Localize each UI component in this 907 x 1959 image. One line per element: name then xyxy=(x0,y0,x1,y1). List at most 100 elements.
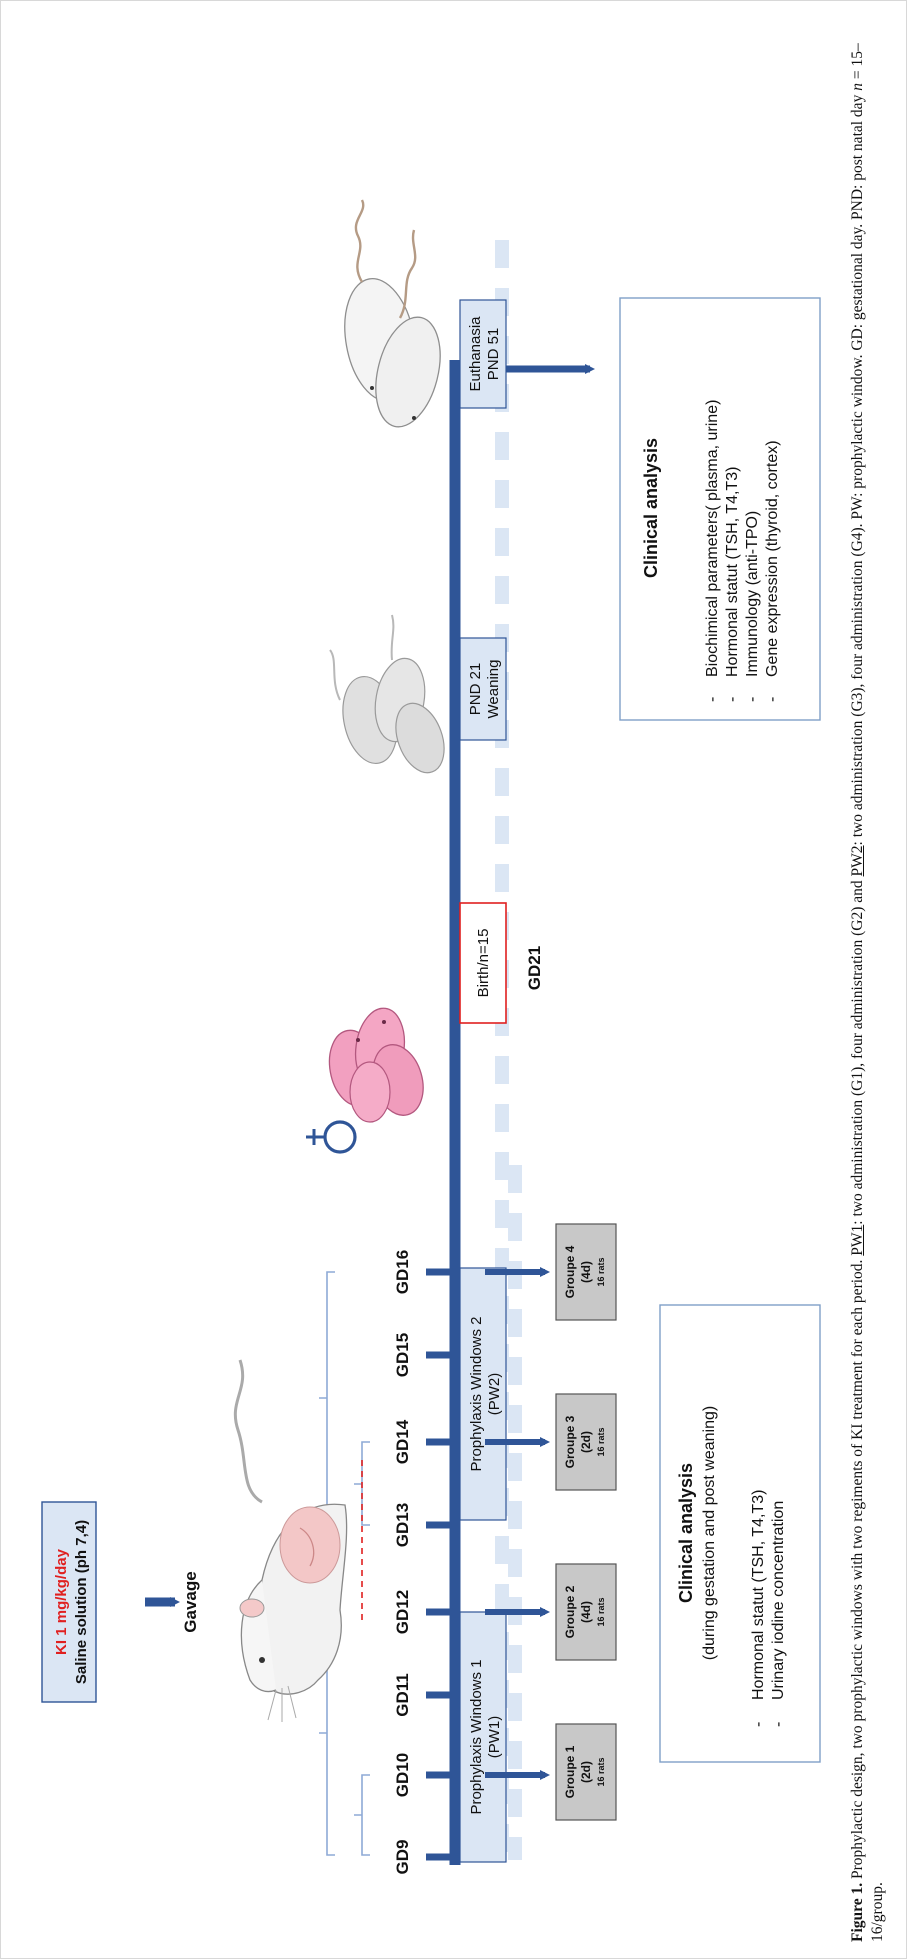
group-3-box xyxy=(555,1393,617,1491)
clinical-analysis-2-title: Clinical analysis xyxy=(641,438,661,578)
adult-rat-eye xyxy=(412,416,416,420)
birth-label: Birth/n=15 xyxy=(475,929,492,998)
clinical-analysis-1-item: Hormonal statut (TSH, T4,T3) xyxy=(750,1490,767,1700)
clinical-analysis-final: Clinical analysis - Biochimical paramete… xyxy=(619,297,821,721)
clinical-analysis-1-subtitle: (during gestation and post weaning) xyxy=(701,1406,718,1660)
pw2-box xyxy=(459,1267,507,1521)
caption-text: : two administration (G1), four administ… xyxy=(849,876,866,1225)
day-label: GD12 xyxy=(393,1590,412,1634)
prophylaxis-window-2: Prophylaxis Windows 2 (PW2) xyxy=(459,1267,507,1521)
clinical-analysis-1-bullet: - xyxy=(750,1722,767,1727)
day-label: GD14 xyxy=(393,1419,412,1464)
group-1: Groupe 1 (2d) 16 rats xyxy=(555,1723,617,1821)
caption-text: : two administration (G3), four administ… xyxy=(849,90,866,846)
day-label: GD16 xyxy=(393,1250,412,1294)
pw2-title: Prophylaxis Windows 2 xyxy=(468,1316,485,1471)
euthanasia-box xyxy=(459,299,507,409)
group-boxes: Groupe 1 (2d) 16 rats Groupe 2 (4d) 16 r… xyxy=(555,1223,617,1821)
group-rats: 16 rats xyxy=(596,1757,606,1786)
pup-4 xyxy=(349,1061,391,1123)
adult-rat-tail-1 xyxy=(354,199,365,283)
clinical-analysis-2-bullet: - xyxy=(704,697,721,702)
group-4: Groupe 4 (4d) 16 rats xyxy=(555,1223,617,1321)
group-rats: 16 rats xyxy=(596,1427,606,1456)
caption-pw1: PW1 xyxy=(849,1224,866,1256)
pw1-box xyxy=(459,1611,507,1863)
group-rats: 16 rats xyxy=(596,1257,606,1286)
group-days: (2d) xyxy=(579,1761,593,1783)
weanling-rats-illustration xyxy=(329,614,445,774)
clinical-analysis-2-bullet: - xyxy=(724,697,741,702)
rat-whiskers xyxy=(267,1685,297,1722)
adult-rat-eye xyxy=(370,386,374,390)
group-4-box xyxy=(555,1223,617,1321)
pup-eye xyxy=(356,1038,360,1042)
prophylaxis-window-1: Prophylaxis Windows 1 (PW1) xyxy=(459,1611,507,1863)
bracket-pw2 xyxy=(319,1271,335,1526)
weaning-box xyxy=(459,637,507,741)
group-3: Groupe 3 (2d) 16 rats xyxy=(555,1393,617,1491)
day-label: GD9 xyxy=(393,1840,412,1875)
rat-ear xyxy=(239,1598,265,1618)
weaning-label: Weaning xyxy=(485,660,502,719)
gavage-label: Gavage xyxy=(181,1571,200,1632)
group-name: Groupe 2 xyxy=(563,1585,577,1638)
rat-eye xyxy=(259,1657,265,1663)
ki-dose: KI 1 mg/kg/day Saline solution (ph 7,4) … xyxy=(41,1501,200,1703)
weanling-3 xyxy=(395,702,445,774)
clinical-analysis-1-item: Urinary iodine concentration xyxy=(770,1501,787,1700)
group-1-box xyxy=(555,1723,617,1821)
euthanasia-pnd: PND 51 xyxy=(485,328,502,381)
euthanasia-label: Euthanasia xyxy=(467,316,484,392)
day-label: GD13 xyxy=(393,1503,412,1547)
gender-symbol-ring xyxy=(323,1120,357,1154)
group-2-box xyxy=(555,1563,617,1661)
birth-milestone: Birth/n=15 xyxy=(459,902,507,1024)
group-rats: 16 rats xyxy=(596,1597,606,1626)
figure-caption: Figure 1. Prophylactic design, two proph… xyxy=(848,22,904,1942)
caption-pw2: PW2 xyxy=(849,845,866,877)
group-days: (4d) xyxy=(579,1601,593,1623)
rat-womb xyxy=(279,1506,341,1584)
adult-rat-2 xyxy=(375,316,441,428)
group-name: Groupe 4 xyxy=(563,1245,577,1298)
group-name: Groupe 3 xyxy=(563,1415,577,1468)
adult-rats-illustration xyxy=(344,199,441,428)
pregnant-rat-illustration xyxy=(233,1359,348,1722)
euthanasia-milestone: Euthanasia PND 51 xyxy=(455,299,595,409)
clinical-analysis-2-bullet: - xyxy=(744,697,761,702)
pw2-abbr: (PW2) xyxy=(486,1373,503,1416)
pw1-abbr: (PW1) xyxy=(486,1716,503,1759)
clinical-analysis-1-title: Clinical analysis xyxy=(676,1463,696,1603)
clinical-analysis-2-item: Gene expression (thyroid, cortex) xyxy=(764,440,781,677)
clinical-analysis-2-bullet: - xyxy=(764,697,781,702)
clinical-analysis-2-item: Hormonal statut (TSH, T4,T3) xyxy=(724,467,741,677)
bracket-gd9-gd10 xyxy=(354,1774,370,1856)
gd21-label: GD21 xyxy=(525,946,544,990)
day-ticks xyxy=(426,1268,455,1861)
clinical-analysis-2-box xyxy=(619,297,821,721)
dashed-guides xyxy=(495,240,522,1860)
day-labels: GD9 GD10 GD11 GD12 GD13 GD14 GD15 GD16 G… xyxy=(393,946,544,1875)
clinical-analysis-2-item: Immunology (anti-TPO) xyxy=(744,511,761,677)
birth-box xyxy=(459,902,507,1024)
rat-fetus-curve xyxy=(299,1527,315,1567)
rat-tail xyxy=(233,1359,263,1504)
day-label: GD15 xyxy=(393,1333,412,1377)
pw1-title: Prophylaxis Windows 1 xyxy=(468,1659,485,1814)
caption-label: Figure 1. xyxy=(849,1882,866,1942)
clinical-analysis-2-item: Biochimical parameters( plasma, urine) xyxy=(704,400,721,677)
group-days: (2d) xyxy=(579,1431,593,1453)
newborn-pups-illustration xyxy=(328,1007,424,1123)
clinical-analysis-gestation: Clinical analysis (during gestation and … xyxy=(659,1304,821,1763)
weaning-milestone: PND 21 Weaning xyxy=(459,637,507,741)
group-arrows xyxy=(485,1267,550,1780)
weaning-pnd: PND 21 xyxy=(467,663,484,716)
caption-text: Prophylactic design, two prophylactic wi… xyxy=(849,1255,866,1883)
clinical-analysis-1-box xyxy=(659,1304,821,1763)
caption-n: n xyxy=(849,83,866,91)
day-label: GD10 xyxy=(393,1753,412,1797)
weanling-tails xyxy=(329,614,395,701)
day-label: GD11 xyxy=(393,1673,412,1716)
